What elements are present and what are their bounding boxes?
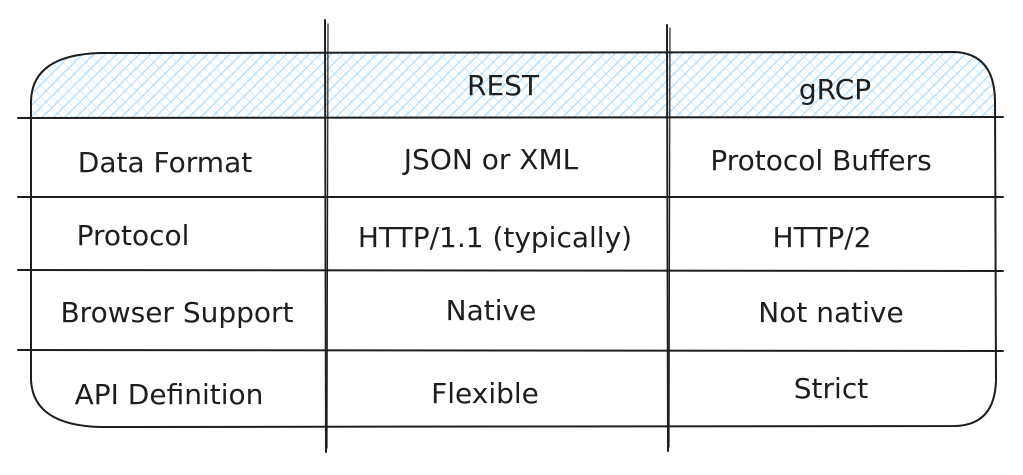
column-dividers (324, 19, 671, 453)
table-row: Data Format JSON or XML Protocol Buffers (78, 143, 932, 179)
row-label-protocol: Protocol (77, 219, 190, 252)
header-row: REST gRCP (467, 69, 871, 106)
cell-rest-data-format: JSON or XML (402, 143, 579, 176)
cell-rest-api-definition: Flexible (431, 377, 539, 410)
row-label-data-format: Data Format (78, 146, 252, 179)
cell-grpc-browser-support: Not native (758, 296, 903, 329)
header-fill (32, 52, 995, 118)
row-label-api-definition: API Definition (75, 378, 264, 411)
cell-grpc-data-format: Protocol Buffers (710, 144, 931, 177)
cell-rest-protocol: HTTP/1.1 (typically) (358, 221, 632, 254)
table-row: Protocol HTTP/1.1 (typically) HTTP/2 (77, 219, 872, 254)
cell-rest-browser-support: Native (446, 294, 537, 327)
cell-grpc-api-definition: Strict (794, 372, 868, 405)
table-outline (30, 51, 997, 428)
header-rest: REST (467, 69, 540, 102)
row-label-browser-support: Browser Support (60, 296, 293, 329)
header-grpc: gRCP (799, 73, 871, 106)
row-dividers (17, 116, 1004, 352)
table-row: API Definition Flexible Strict (75, 372, 869, 411)
cell-grpc-protocol: HTTP/2 (773, 221, 872, 254)
table-row: Browser Support Native Not native (60, 294, 903, 329)
